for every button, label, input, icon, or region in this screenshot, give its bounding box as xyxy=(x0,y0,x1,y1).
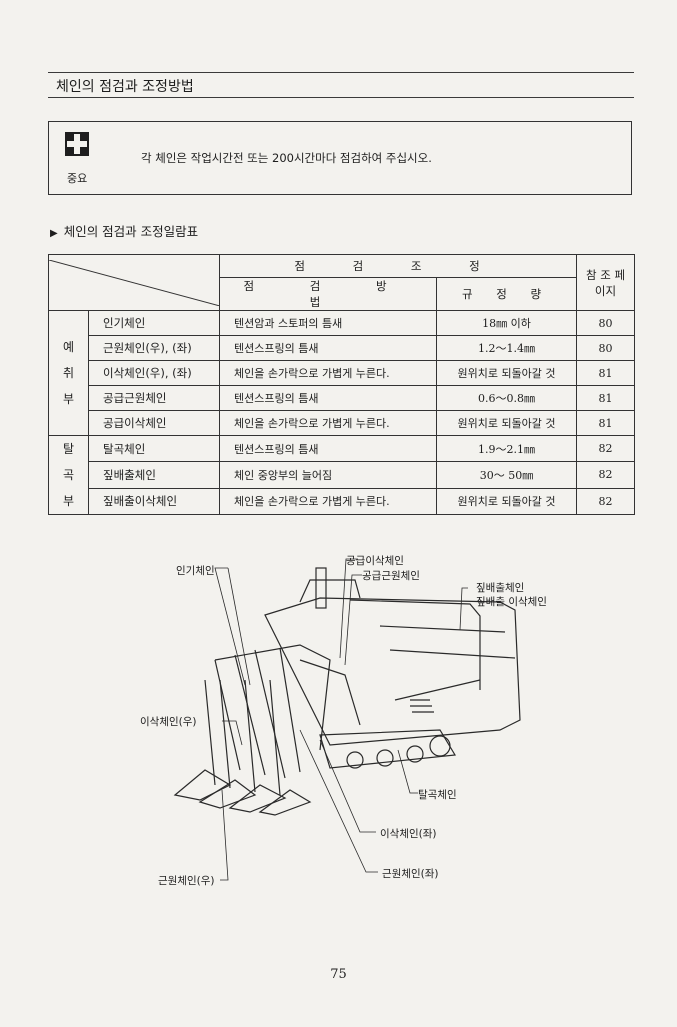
label-straw-out-ear-chain: 짚배출 이삭체인 xyxy=(476,596,547,608)
label-ear-chain-right: 이삭체인(우) xyxy=(140,716,197,728)
page-ref-cell: 82 xyxy=(576,487,636,516)
spec-cell: 18㎜ 이하 xyxy=(435,310,578,336)
chain-name-cell: 공급이삭체인 xyxy=(88,410,220,436)
title-rule xyxy=(48,97,634,98)
page-number: 75 xyxy=(330,967,347,982)
group-label: 예 취 부 xyxy=(48,310,89,436)
label-supply-ear-chain: 공급이삭체인 xyxy=(346,555,404,567)
section-heading: ▶ 체인의 점검과 조정일람표 xyxy=(50,221,198,240)
label-ear-chain-left: 이삭체인(좌) xyxy=(380,828,437,840)
spec-cell: 1.9～2.1㎜ xyxy=(435,434,578,463)
spec-cell: 원위치로 되돌아갈 것 xyxy=(435,487,578,516)
table-corner-cell xyxy=(48,254,220,311)
chain-name-cell: 짚배출체인 xyxy=(88,461,220,489)
page-ref-cell: 81 xyxy=(576,385,636,411)
page-ref-cell: 82 xyxy=(576,434,636,463)
spec-cell: 30～ 50㎜ xyxy=(435,461,578,489)
header-spec: 규 정 량 xyxy=(435,277,578,311)
spec-cell: 원위치로 되돌아갈 것 xyxy=(435,360,578,386)
combine-harvester-diagram xyxy=(173,558,521,881)
chain-name-cell: 탈곡체인 xyxy=(88,434,220,463)
method-cell: 텐션스프링의 틈새 xyxy=(219,385,437,411)
section-title: 체인의 점검과 조정일람표 xyxy=(63,224,199,239)
method-cell: 체인을 손가락으로 가볍게 누른다. xyxy=(219,487,437,516)
method-cell: 텐션스프링의 틈새 xyxy=(219,335,437,361)
label-supply-root-chain: 공급근원체인 xyxy=(362,570,420,582)
page-ref-cell: 80 xyxy=(576,310,636,336)
page-ref-cell: 80 xyxy=(576,335,636,361)
label-straw-out-chain: 짚배출체인 xyxy=(476,582,525,594)
method-cell: 텐션스프링의 틈새 xyxy=(219,434,437,463)
label-root-chain-left: 근원체인(좌) xyxy=(382,868,439,880)
group-label: 탈 곡 부 xyxy=(48,435,89,515)
page-title: 체인의 점검과 조정방법 xyxy=(56,79,194,95)
label-threshing-chain: 탈곡체인 xyxy=(418,789,457,801)
method-cell: 체인을 손가락으로 가볍게 누른다. xyxy=(219,410,437,436)
method-cell: 텐션암과 스토퍼의 틈새 xyxy=(219,310,437,336)
header-method: 점 검 방 법 xyxy=(219,277,437,311)
page-ref-cell: 81 xyxy=(576,360,636,386)
table-row: 이삭체인(우), (좌)체인을 손가락으로 가볍게 누른다.원위치로 되돌아갈 … xyxy=(49,360,636,386)
top-rule xyxy=(48,72,634,73)
label-inki-chain: 인기체인 xyxy=(176,565,215,577)
header-group: 점 검 조 정 xyxy=(218,254,578,278)
chain-name-cell: 이삭체인(우), (좌) xyxy=(88,360,220,386)
notice-label: 중요 xyxy=(67,172,88,185)
diagonal-line xyxy=(49,259,220,306)
chain-name-cell: 공급근원체인 xyxy=(88,385,220,411)
page-ref-cell: 81 xyxy=(576,410,636,436)
triangle-bullet-icon: ▶ xyxy=(50,228,58,239)
chain-name-cell: 짚배출이삭체인 xyxy=(88,487,220,516)
notice-box: 중요 각 체인은 작업시간전 또는 200시간마다 점검하여 주십시오. xyxy=(48,121,632,195)
spec-cell: 0.6～0.8㎜ xyxy=(435,385,578,411)
spec-cell: 원위치로 되돌아갈 것 xyxy=(435,410,578,436)
method-cell: 체인을 손가락으로 가볍게 누른다. xyxy=(219,360,437,386)
notice-text: 각 체인은 작업시간전 또는 200시간마다 점검하여 주십시오. xyxy=(141,151,432,165)
header-ref-page: 참 조 페이지 xyxy=(576,254,636,311)
chain-name-cell: 근원체인(우), (좌) xyxy=(88,335,220,361)
spec-cell: 1.2～1.4㎜ xyxy=(435,335,578,361)
label-root-chain-right: 근원체인(우) xyxy=(158,875,215,887)
chain-name-cell: 인기체인 xyxy=(88,310,220,336)
page-ref-cell: 82 xyxy=(576,461,636,489)
method-cell: 체인 중앙부의 늘어짐 xyxy=(219,461,437,489)
medical-cross-icon xyxy=(65,132,89,156)
